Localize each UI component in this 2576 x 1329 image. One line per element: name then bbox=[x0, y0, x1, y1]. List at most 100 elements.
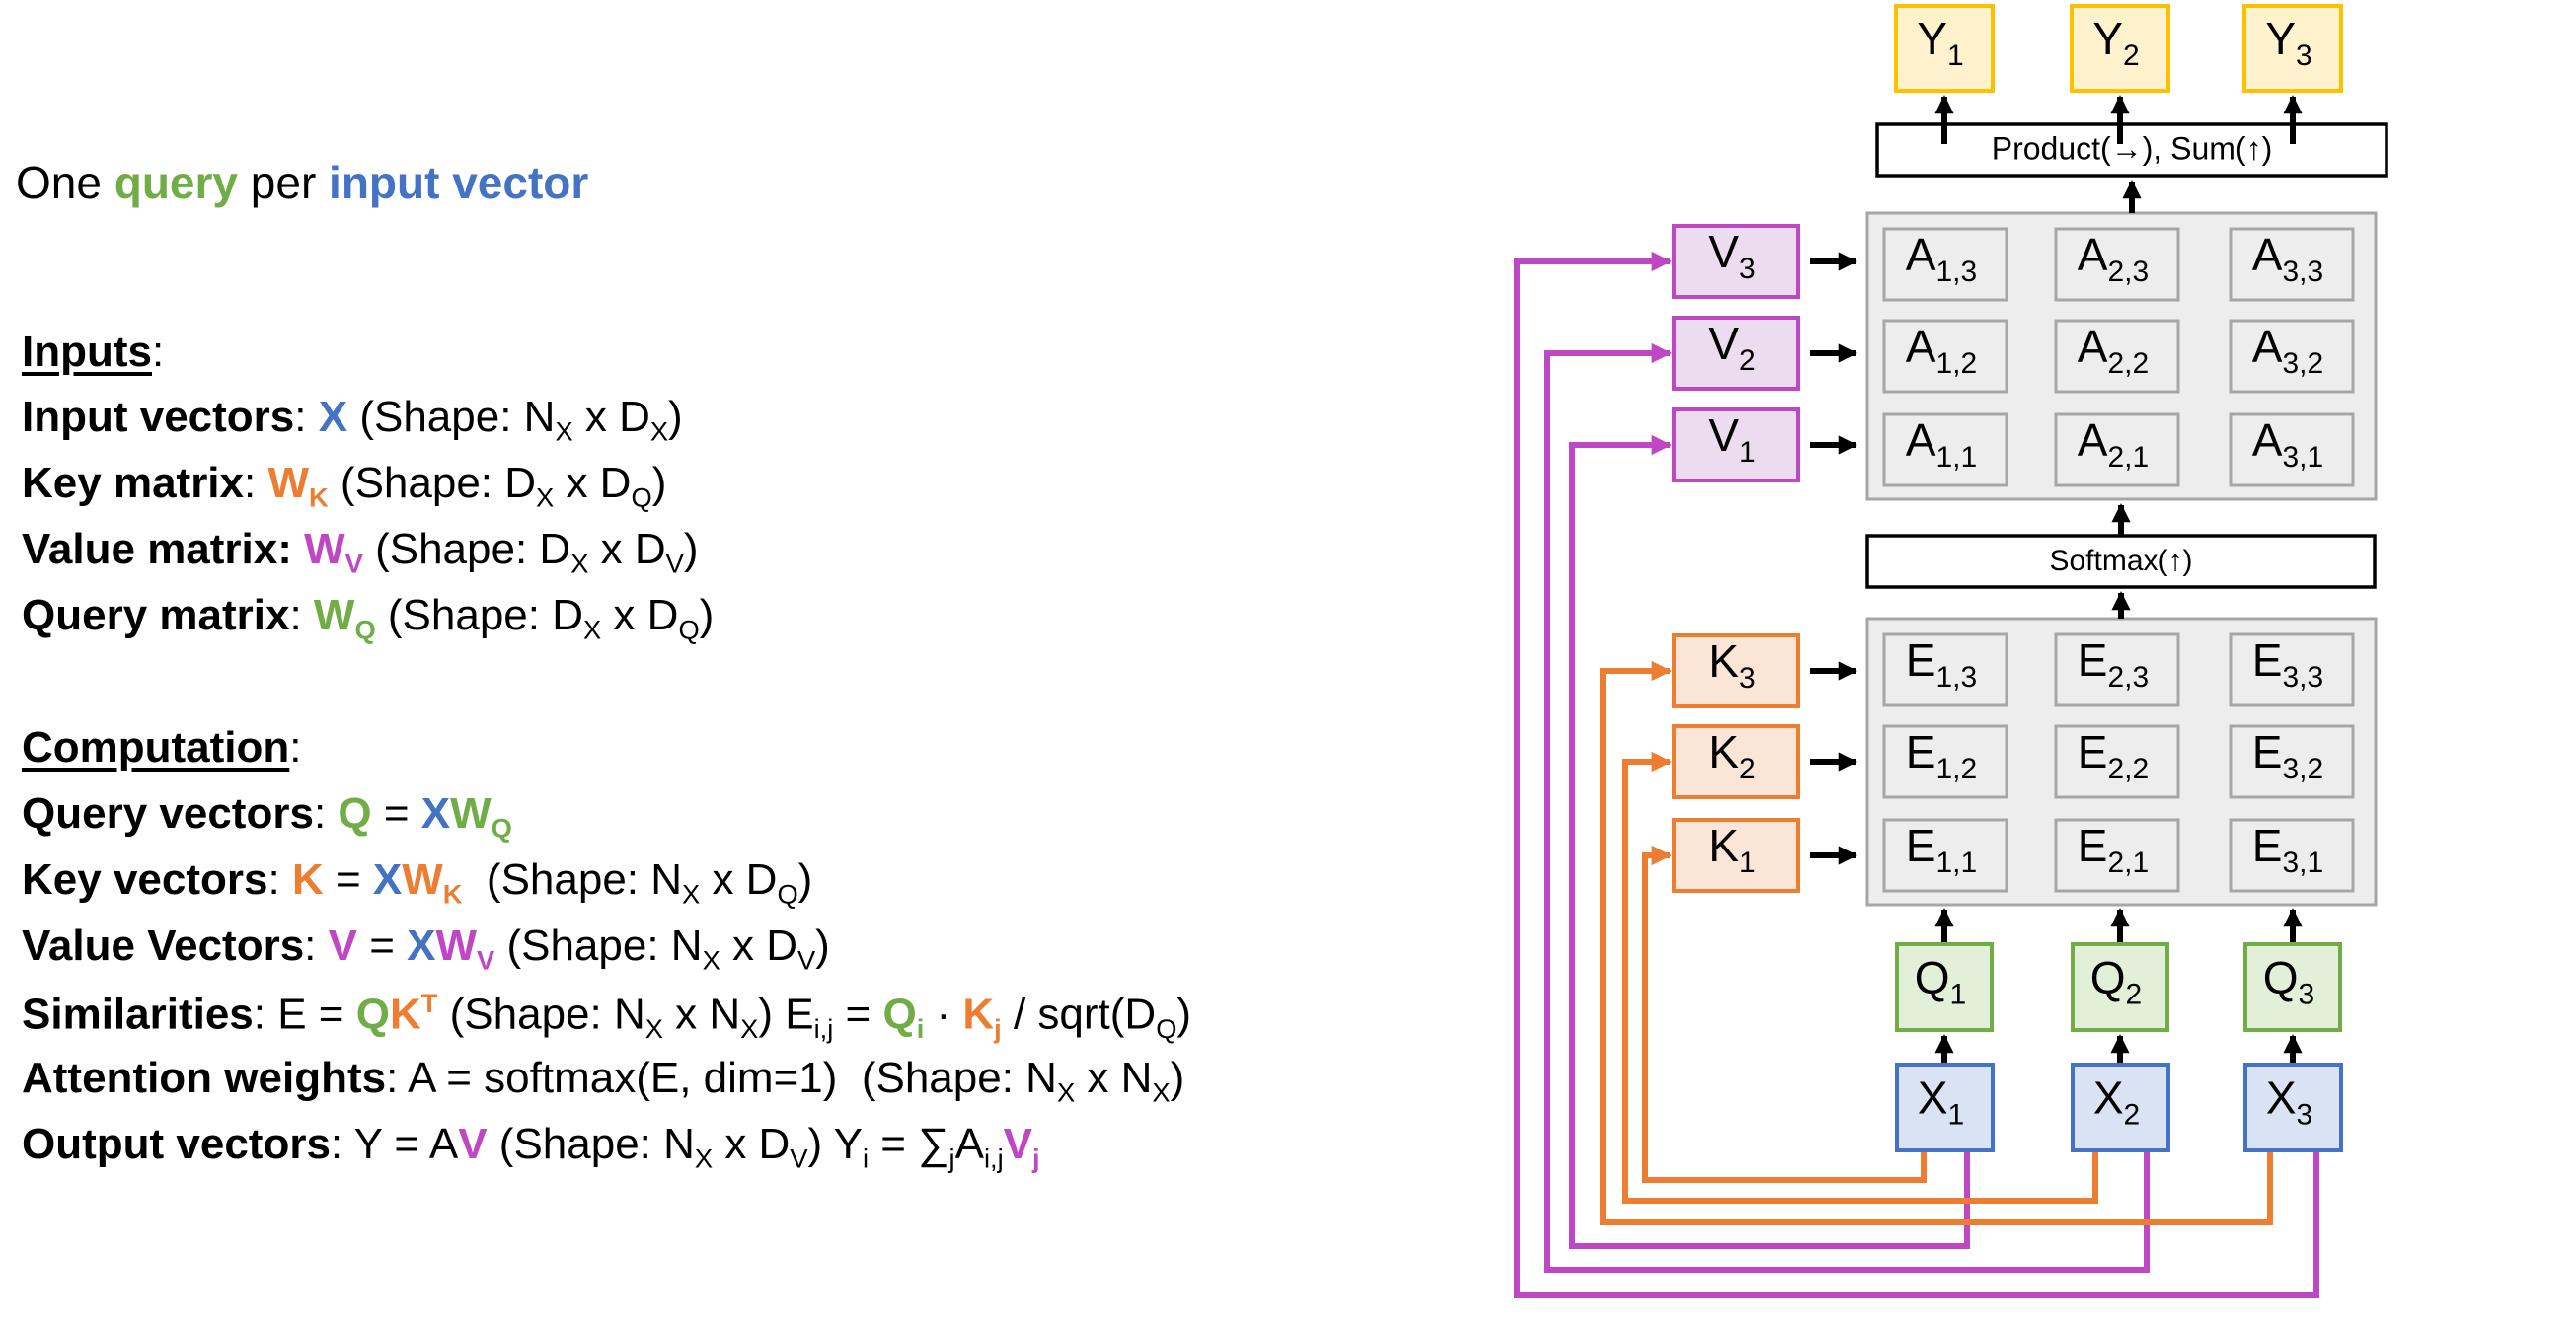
symbol-W: W bbox=[267, 459, 309, 507]
comp-row-value-vectors: Value Vectors: V = XWV (Shape: NX x DV) bbox=[22, 922, 830, 977]
grid-cell: A1,1 bbox=[1882, 412, 2008, 487]
row-text: (Shape: D bbox=[362, 525, 571, 573]
query-box-q1-label: Q1 bbox=[1915, 952, 1966, 1011]
row-text: ) E bbox=[758, 990, 814, 1039]
grid-cell-label-A1-1: A1,1 bbox=[1906, 414, 1977, 474]
value-box-v1: V1 bbox=[1672, 407, 1800, 482]
grid-cell: A2,3 bbox=[2054, 227, 2180, 302]
comp-row-output-vectors: Output vectors: Y = AV (Shape: NX x DV) … bbox=[22, 1120, 1040, 1175]
input-box-x2-label: X2 bbox=[2093, 1072, 2140, 1132]
grid-cell-label-A2-1: A2,1 bbox=[2078, 414, 2149, 474]
grid-cell-rect bbox=[1882, 632, 2008, 707]
row-label: Key matrix bbox=[22, 459, 245, 507]
row-sep: : bbox=[294, 393, 319, 441]
subscript: V bbox=[344, 548, 363, 579]
output-box-y3-rect bbox=[2242, 4, 2343, 93]
symbol-X: X bbox=[372, 855, 403, 904]
grid-cell-label-E2-1: E2,1 bbox=[2078, 820, 2149, 879]
subscript: X bbox=[583, 614, 602, 645]
symbol-Q: Q bbox=[338, 789, 372, 838]
row-text: · bbox=[924, 990, 963, 1039]
output-box-y1-rect bbox=[1894, 4, 1995, 93]
grid-cell: E2,1 bbox=[2054, 818, 2180, 893]
row-text: ) bbox=[815, 922, 830, 970]
query-box-q2-rect bbox=[2071, 942, 2169, 1032]
output-box-y2-rect bbox=[2070, 4, 2170, 93]
symbol-Q: Q bbox=[355, 990, 390, 1039]
grid-cell-rect bbox=[2054, 632, 2180, 707]
symbol-V: V bbox=[458, 1120, 488, 1168]
symbol-V: V bbox=[328, 922, 357, 970]
grid-cell-rect bbox=[2054, 818, 2180, 893]
grid-cell-rect bbox=[2229, 412, 2355, 487]
subscript: X bbox=[649, 415, 669, 447]
row-sep: : bbox=[289, 591, 314, 639]
query-box-q2: Q2 bbox=[2071, 942, 2169, 1032]
value-box-v2-label: V2 bbox=[1708, 318, 1755, 377]
grid-cell-label-A3-3: A3,3 bbox=[2252, 229, 2323, 288]
row-text: (Shape: N bbox=[462, 855, 683, 904]
subscript: X bbox=[682, 878, 701, 910]
grid-cell-rect bbox=[2229, 632, 2355, 707]
key-box-k2: K2 bbox=[1672, 724, 1800, 799]
row-text: : bbox=[267, 855, 292, 904]
subscript: i bbox=[862, 1143, 870, 1174]
grid-cell-label-A3-1: A3,1 bbox=[2252, 414, 2323, 474]
row-text: : E = bbox=[253, 990, 356, 1039]
grid-cell-rect bbox=[2054, 412, 2180, 487]
subscript: V bbox=[796, 944, 816, 976]
value-box-v2: V2 bbox=[1672, 316, 1800, 391]
row-text: : bbox=[313, 789, 339, 838]
subscript: Q bbox=[631, 481, 652, 513]
subscript: X bbox=[1152, 1076, 1171, 1108]
subscript: V bbox=[665, 548, 684, 579]
symbol-K: K bbox=[962, 990, 995, 1039]
query-box-q1-rect bbox=[1895, 942, 1994, 1032]
row-text: = bbox=[356, 922, 408, 970]
input-row-key-matrix: Key matrix: WK (Shape: DX x DQ) bbox=[22, 459, 666, 514]
symbol-V: V bbox=[1003, 1120, 1033, 1168]
grid-cell-rect bbox=[1882, 818, 2008, 893]
output-box-y2-label: Y2 bbox=[2092, 13, 2139, 72]
output-box-y2: Y2 bbox=[2070, 4, 2170, 93]
subscript: X bbox=[536, 481, 555, 513]
row-text: x N bbox=[1075, 1054, 1153, 1102]
comp-row-key-vectors: Key vectors: K = XWK (Shape: NX x DQ) bbox=[22, 855, 812, 911]
grid-cell: A2,2 bbox=[2054, 319, 2180, 394]
symbol-K: K bbox=[291, 855, 324, 904]
value-box-v3-rect bbox=[1672, 224, 1800, 299]
subscript: V bbox=[477, 944, 495, 976]
grid-cell-rect bbox=[2054, 319, 2180, 394]
row-text: ) bbox=[683, 525, 699, 573]
subscript: K bbox=[442, 878, 463, 910]
subscript: X bbox=[644, 1012, 663, 1044]
subscript: X bbox=[570, 548, 589, 579]
symbol-Q: Q bbox=[882, 990, 917, 1039]
row-text: x D bbox=[588, 525, 666, 573]
grid-cell-rect bbox=[2229, 227, 2355, 302]
grid-cell-rect bbox=[1882, 319, 2008, 394]
headline-middle: per bbox=[238, 157, 330, 208]
headline-query: query bbox=[114, 157, 238, 208]
subscript: j bbox=[948, 1143, 955, 1174]
row-text: / sqrt(D bbox=[1001, 990, 1157, 1039]
inputs-colon: : bbox=[151, 328, 165, 376]
headline-input-vector: input vector bbox=[329, 157, 589, 208]
subscript: Q bbox=[1156, 1012, 1177, 1044]
wire-x3-to-k3 bbox=[1600, 660, 2273, 1225]
subscript: Q bbox=[777, 878, 798, 910]
input-box-x2: X2 bbox=[2071, 1063, 2170, 1152]
row-text: = bbox=[833, 990, 883, 1039]
headline: One query per input vector bbox=[16, 156, 588, 209]
key-box-k1-rect bbox=[1672, 818, 1800, 893]
grid-cell: E1,3 bbox=[1882, 632, 2008, 707]
grid-cell-label-A1-2: A1,2 bbox=[1906, 321, 1977, 380]
row-label: Value Vectors bbox=[22, 922, 305, 970]
row-label: Query vectors bbox=[22, 789, 314, 838]
row-text: ) bbox=[668, 393, 683, 441]
